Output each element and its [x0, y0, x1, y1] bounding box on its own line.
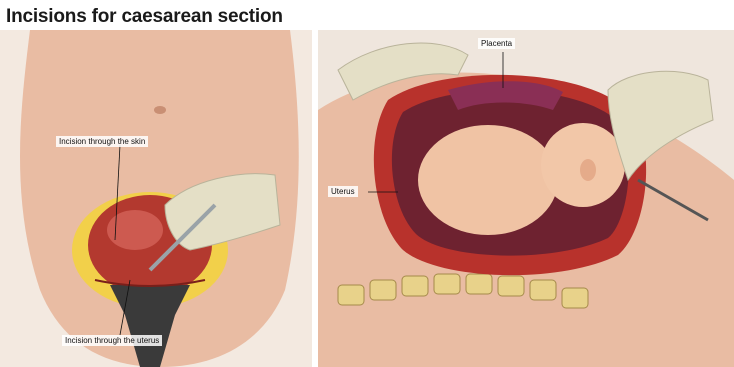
- frontal-view-panel: Incision through the skin Incision throu…: [0, 30, 312, 367]
- figure-title: Incisions for caesarean section: [6, 6, 283, 28]
- label-incision-skin: Incision through the skin: [56, 136, 148, 147]
- baby-ear: [580, 159, 596, 181]
- label-uterus: Uterus: [328, 186, 358, 197]
- label-incision-uterus: Incision through the uterus: [62, 335, 162, 346]
- label-placenta: Placenta: [478, 38, 515, 49]
- navel: [154, 106, 166, 114]
- sagittal-view-panel: Placenta Uterus: [318, 30, 734, 367]
- frontal-view-illustration: [0, 30, 312, 367]
- baby-body: [418, 125, 558, 235]
- sagittal-view-illustration: [318, 30, 734, 367]
